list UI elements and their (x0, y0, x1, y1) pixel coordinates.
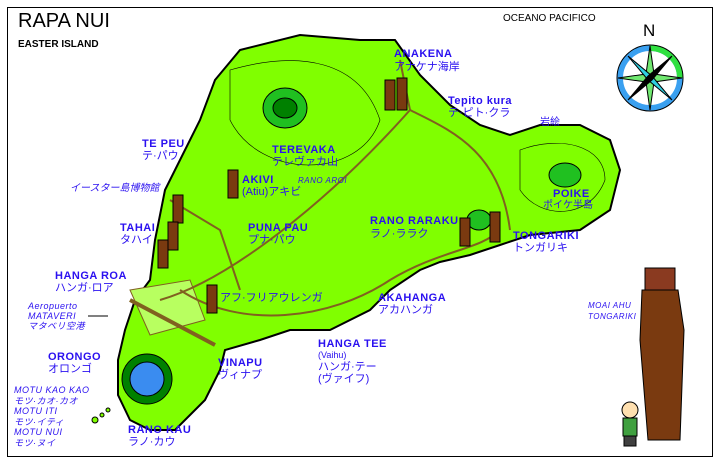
orongo-jp: オロンゴ (48, 363, 92, 375)
petroglyph-jp: 岩絵 (540, 117, 560, 128)
airport-runway (129, 298, 216, 347)
anakena-jp: アナケナ海岸 (394, 61, 460, 73)
poike-label: POIKE (553, 188, 590, 200)
hangatee-jp-alt: (ヴァイフ) (318, 373, 370, 385)
punapau-jp: プナ·パウ (248, 234, 296, 246)
map-frame (7, 7, 713, 457)
rano-raraku-crater (466, 209, 492, 231)
rano-kau-crater (121, 353, 173, 405)
terevaka-label: TEREVAKA (272, 144, 336, 156)
poike-crater (548, 162, 582, 188)
motu-list-5: モツ·ヌイ (14, 438, 56, 448)
museum-jp: イースター島博物館 (70, 183, 160, 194)
akivi-label: AKIVI (242, 174, 274, 186)
map-subtitle: EASTER ISLAND (18, 39, 99, 50)
hangatee-label: HANGA TEE (318, 338, 387, 350)
tepeu-jp: テ·パウ (142, 150, 179, 162)
child-figure (621, 401, 639, 447)
large-moai-illustration (639, 267, 685, 441)
ranokau-label: RANO KAU (128, 424, 192, 436)
moai-statues (157, 77, 501, 314)
motu-list-0: MOTU KAO KAO (14, 385, 90, 395)
ranokau-jp: ラノ·カウ (128, 436, 176, 448)
motu-list-2: MOTU ITI (14, 406, 58, 416)
airport-jp: マタベリ空港 (28, 321, 86, 331)
motu-islets (91, 407, 111, 424)
anakena-label: ANAKENA (394, 48, 453, 60)
north-label: N (643, 21, 656, 40)
ranoraraku-label: RANO RARAKU (370, 215, 459, 227)
terevaka-summit (262, 87, 308, 129)
roads (159, 59, 511, 317)
contour-lines (229, 60, 606, 212)
ranoraraku-jp: ラノ·ララク (370, 228, 429, 240)
punapau-label: PUNA PAU (248, 222, 309, 234)
akahanga-jp: アカハンガ (378, 304, 433, 316)
tahai-label: TAHAI (120, 222, 156, 234)
huriurenga-jp: アフ·フリアウレンガ (220, 292, 323, 304)
terevaka-jp: テレヴァカ山 (272, 156, 338, 168)
airport-label-1: Aeropuerto (28, 301, 78, 311)
poike-jp: ポイケ半島 (543, 200, 593, 211)
moai-caption-2: TONGARIKI (588, 312, 637, 321)
moai-caption-1: MOAI AHU (588, 301, 632, 310)
tepeu-label: TE PEU (142, 138, 185, 150)
tahai-jp: タハイ (120, 234, 153, 246)
map-title: RAPA NUI (18, 10, 110, 32)
airport-label-2: MATAVERI (28, 311, 77, 321)
hangaroa-jp: ハンガ·ロア (55, 282, 114, 294)
vinapu-label: VINAPU (218, 357, 263, 369)
vinapu-jp: ヴィナプ (218, 369, 262, 381)
tongariki-jp: トンガリキ (513, 242, 568, 254)
akahanga-label: AKAHANGA (378, 292, 447, 304)
hangatee-alt: (Vaihu) (318, 350, 347, 360)
akivi-jp: (Atiu)アキビ (242, 186, 302, 198)
orongo-label: ORONGO (48, 351, 102, 363)
ranoaroi-label: RANO AROI (298, 176, 348, 185)
tepito-jp: テ·ピト·クラ (448, 107, 511, 119)
motu-list-3: モツ·イティ (14, 417, 65, 427)
hangatee-jp: ハンガ·テー (318, 361, 377, 373)
motu-list-4: MOTU NUI (14, 427, 63, 437)
tongariki-label: TONGARIKI (513, 230, 580, 242)
ocean-label: OCEANO PACIFICO (503, 13, 596, 24)
tepito-label: Tepito kura (448, 95, 512, 107)
motu-list-1: モツ·カオ·カオ (14, 396, 78, 406)
compass-rose-icon (616, 44, 684, 112)
hangaroa-label: HANGA ROA (55, 270, 127, 282)
